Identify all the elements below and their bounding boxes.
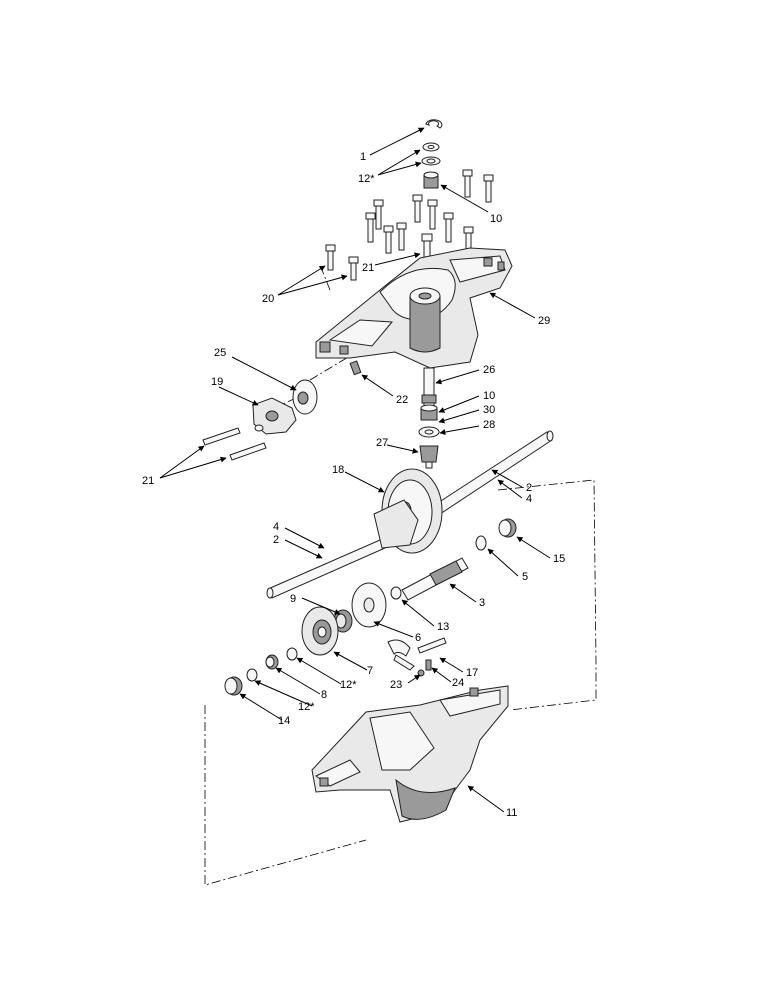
callout-3: 3 <box>479 597 485 609</box>
bushing-part-8 <box>265 654 279 670</box>
bushing-part-15 <box>498 518 517 538</box>
washer-part-middle <box>418 426 440 438</box>
gear-part-9 <box>333 609 353 633</box>
washer-part-top <box>421 142 441 166</box>
callout-11: 11 <box>506 807 517 819</box>
callout-15: 15 <box>553 553 565 565</box>
gear-part-13 <box>351 582 387 628</box>
bushing-part-14 <box>224 676 243 696</box>
callout-21-top: 21 <box>362 262 374 274</box>
callout-27: 27 <box>376 437 388 449</box>
callout-10-top: 10 <box>490 213 502 225</box>
leader-lines <box>159 127 551 813</box>
callout-labels: 1 12* 10 21 20 29 25 19 22 26 10 30 28 2… <box>142 151 565 819</box>
washer-part-5 <box>475 535 487 551</box>
callout-12-middle: 12* <box>340 679 357 691</box>
callout-6: 6 <box>415 632 421 644</box>
pinion-gear-part <box>419 445 439 469</box>
differential-gear-part <box>373 468 443 554</box>
callout-21-left: 21 <box>142 475 154 487</box>
callout-2-left: 2 <box>273 534 279 546</box>
callout-24: 24 <box>452 677 464 689</box>
callout-8: 8 <box>321 689 327 701</box>
lower-housing-part <box>311 685 509 823</box>
callout-14: 14 <box>278 715 290 727</box>
bushing-part-top <box>423 171 439 189</box>
callout-18: 18 <box>332 464 344 476</box>
callout-12-bottom: 12* <box>298 701 315 713</box>
pin-part <box>417 637 447 654</box>
callout-19: 19 <box>211 376 223 388</box>
callout-7: 7 <box>367 665 373 677</box>
callout-22: 22 <box>396 394 408 406</box>
callout-10-middle: 10 <box>483 390 495 402</box>
input-shaft-part <box>421 367 437 409</box>
screws-upper <box>325 169 494 281</box>
spring-part <box>425 659 432 671</box>
callout-13: 13 <box>437 621 449 633</box>
callout-5: 5 <box>522 571 528 583</box>
shift-fork-part <box>387 639 415 671</box>
callout-30: 30 <box>483 404 495 416</box>
washer-part-13 <box>390 586 402 600</box>
retaining-ring-part <box>425 119 443 129</box>
washer-part-12b <box>286 647 298 661</box>
bearing-part-middle <box>420 404 438 421</box>
gear-part-7 <box>301 606 339 656</box>
callout-25: 25 <box>214 347 226 359</box>
washer-part-12c <box>246 668 258 682</box>
upper-housing-part <box>315 247 513 369</box>
bracket-bolts <box>202 427 267 461</box>
callout-28: 28 <box>483 419 495 431</box>
callout-9: 9 <box>290 593 296 605</box>
callout-17: 17 <box>466 667 478 679</box>
key-part <box>349 360 362 376</box>
axle-shaft-part <box>266 430 554 599</box>
callout-26: 26 <box>483 364 495 376</box>
callout-23: 23 <box>390 679 402 691</box>
brake-bracket-part <box>252 397 297 435</box>
callout-20: 20 <box>262 293 274 305</box>
ball-part <box>417 669 425 677</box>
callout-12-top: 12* <box>358 173 375 185</box>
countershaft-part <box>401 557 469 601</box>
callout-4-right: 4 <box>526 493 532 505</box>
callout-29: 29 <box>538 315 550 327</box>
callout-1: 1 <box>360 151 366 163</box>
callout-4-left: 4 <box>273 521 279 533</box>
brake-disc-part <box>292 379 318 415</box>
callout-2-right: 2 <box>526 482 532 494</box>
